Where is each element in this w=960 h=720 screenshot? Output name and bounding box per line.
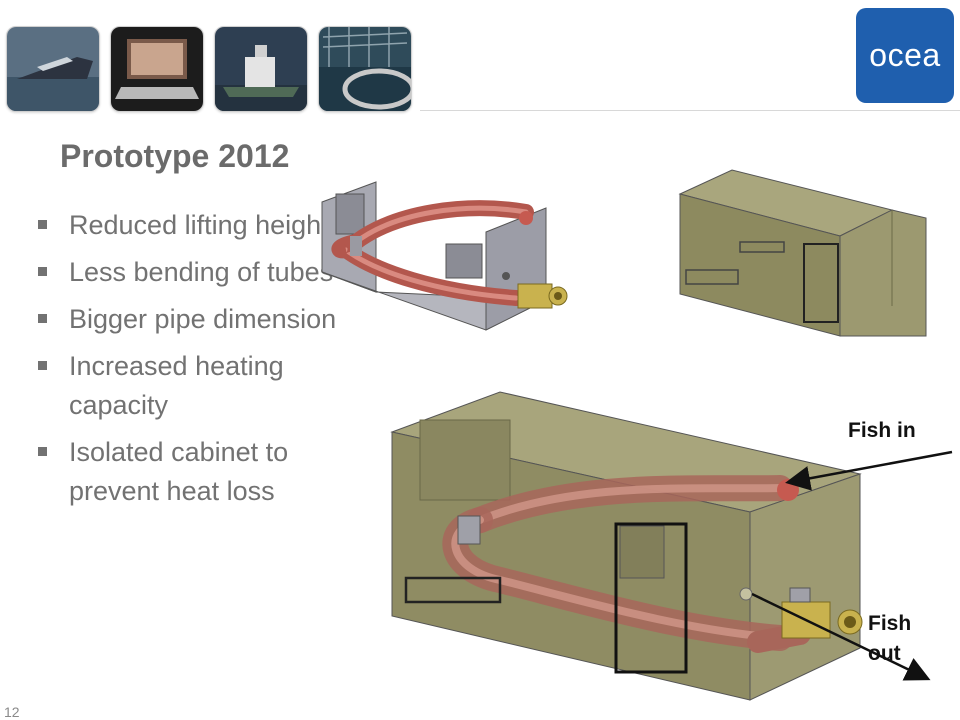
bullet-text: Isolated cabinet to prevent heat loss — [69, 437, 289, 506]
bullet-item: Bigger pipe dimension — [36, 300, 366, 339]
header-divider — [420, 110, 960, 111]
bullet-text: Bigger pipe dimension — [69, 304, 337, 334]
page-number: 12 — [4, 704, 20, 720]
fish-farm-icon — [319, 27, 411, 111]
logo-text: ocea — [869, 37, 941, 73]
fish-out-label: Fish out — [868, 612, 912, 665]
bullet-marker — [38, 220, 47, 229]
bullet-marker — [38, 361, 47, 370]
ocea-logo: ocea — [856, 8, 954, 103]
pipe-frame-render — [321, 181, 568, 331]
thumbnail-vessel — [214, 26, 308, 112]
bullet-item: Reduced lifting height — [36, 206, 366, 245]
fish-out-arrow — [751, 592, 931, 681]
bullet-text: Reduced lifting height — [69, 210, 329, 240]
bullet-text: Less bending of tubes — [69, 257, 334, 287]
bullet-marker — [38, 314, 47, 323]
bullet-marker — [38, 267, 47, 276]
slide-title: Prototype 2012 — [60, 138, 290, 174]
thumbnail-fish-farm — [318, 26, 412, 112]
thumbnail-laptop — [110, 26, 204, 112]
bullet-text: Increased heating capacity — [69, 351, 284, 420]
fish-in-label: Fish in — [848, 419, 916, 442]
cabinet-with-pipes-render — [390, 391, 863, 701]
bullet-list: Reduced lifting height Less bending of t… — [36, 206, 366, 519]
thumbnail-boat — [6, 26, 100, 112]
vessel-icon — [215, 27, 307, 111]
bullet-item: Isolated cabinet to prevent heat loss — [36, 433, 366, 511]
bullet-marker — [38, 447, 47, 456]
boat-icon — [7, 27, 99, 111]
laptop-icon — [111, 27, 203, 111]
bullet-item: Less bending of tubes — [36, 253, 366, 292]
cabinet-render — [678, 169, 927, 337]
bullet-item: Increased heating capacity — [36, 347, 366, 425]
fish-in-arrow — [785, 450, 953, 491]
